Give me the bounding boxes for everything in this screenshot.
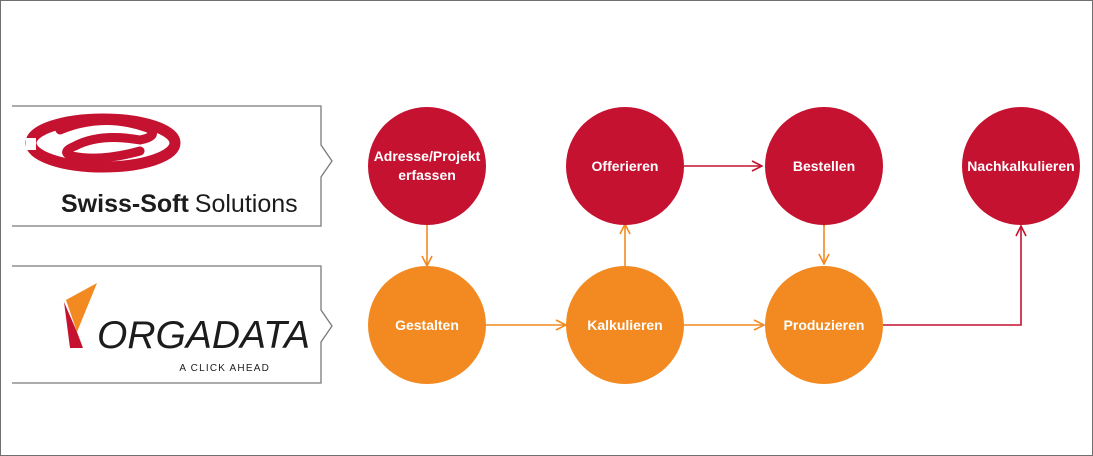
orgadata-wordmark: ORGADATA (97, 314, 310, 357)
node-kalkulieren-label: Kalkulieren (587, 317, 662, 333)
orgadata-arrow-logo (33, 283, 97, 348)
node-bestellen: Bestellen (765, 107, 883, 225)
node-gestalten: Gestalten (368, 266, 486, 384)
swisssoft-name-regular: Solutions (195, 190, 298, 218)
node-gestalten-label: Gestalten (395, 317, 459, 333)
node-produzieren-label: Produzieren (784, 317, 865, 333)
node-offerieren: Offerieren (566, 107, 684, 225)
swiss-soft-swirl-logo (25, 113, 181, 173)
node-adresse-projekt-erfassen: Adresse/Projekt erfassen (368, 107, 486, 225)
node-nachkalkulieren-label: Nachkalkulieren (967, 158, 1074, 174)
node-offerieren-label: Offerieren (592, 158, 659, 174)
node-kalkulieren: Kalkulieren (566, 266, 684, 384)
swisssoft-name-bold: Swiss-Soft (61, 190, 189, 218)
node-produzieren: Produzieren (765, 266, 883, 384)
node-bestellen-label: Bestellen (793, 158, 855, 174)
node-nachkalkulieren: Nachkalkulieren (962, 107, 1080, 225)
arrow-produzieren-to-nachkalkulieren (883, 226, 1021, 326)
orgadata-tagline: A CLICK AHEAD (179, 363, 270, 374)
node-adresse-line1: Adresse/Projekt (374, 148, 481, 164)
node-adresse-line2: erfassen (398, 167, 456, 183)
